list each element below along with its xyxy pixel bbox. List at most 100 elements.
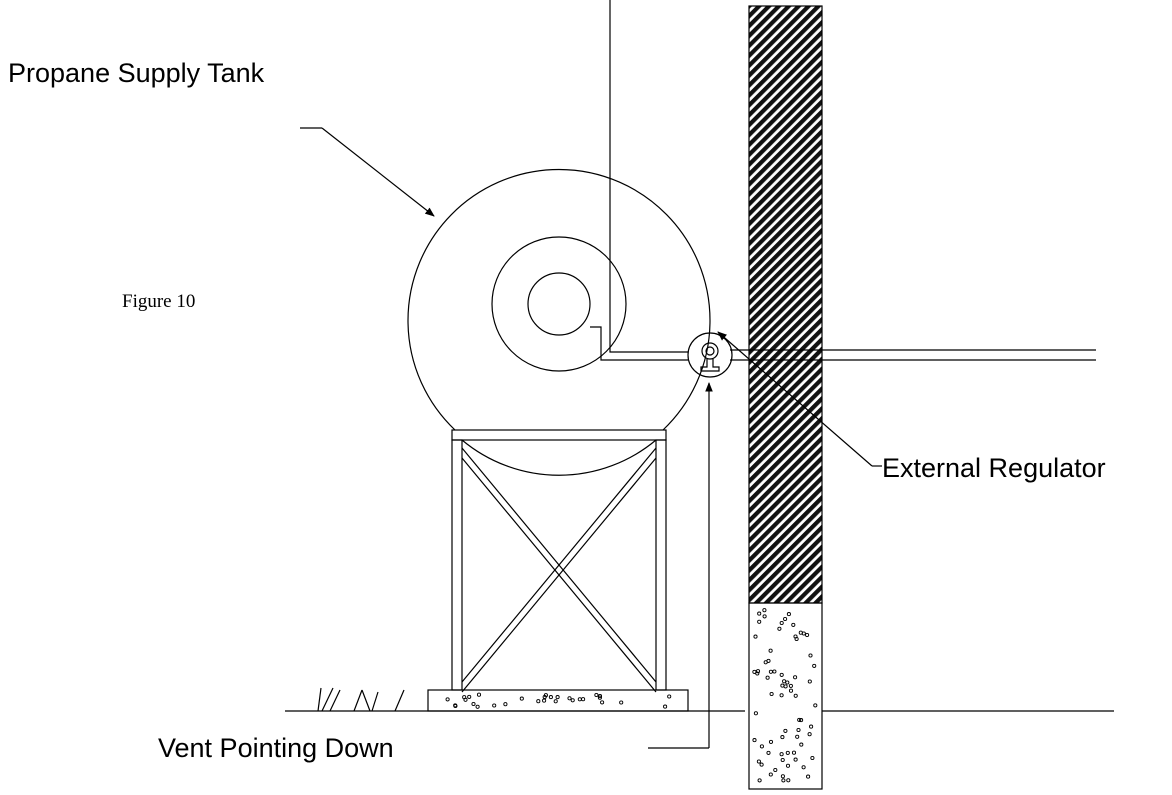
aggregate-dot <box>779 672 784 677</box>
aggregate-dot <box>780 757 785 763</box>
aggregate-dot <box>542 698 547 703</box>
aggregate-dot <box>773 767 778 773</box>
aggregate-dot <box>781 778 786 783</box>
aggregate-dot <box>757 611 762 616</box>
aggregate-dot <box>782 679 787 684</box>
wall-foundation <box>748 602 823 790</box>
aggregate-dot <box>768 772 773 777</box>
aggregate-dot <box>797 717 802 722</box>
aggregate-dot <box>779 693 784 698</box>
aggregate-dot <box>463 697 468 702</box>
aggregate-dot <box>788 688 794 693</box>
aggregate-dot <box>475 704 480 709</box>
aggregate-dot <box>753 634 758 639</box>
vent-leader <box>648 382 713 749</box>
tank-valve <box>527 272 591 336</box>
aggregate-dot <box>445 697 450 702</box>
aggregate-dot <box>768 669 773 674</box>
building-wall <box>748 5 823 790</box>
aggregate-dot <box>799 742 804 747</box>
aggregate-dot <box>805 632 810 638</box>
service-line <box>730 349 1096 361</box>
aggregate-dot <box>779 620 784 626</box>
aggregate-dot <box>813 703 818 708</box>
aggregate-dot <box>786 778 791 783</box>
aggregate-dot <box>756 759 761 764</box>
aggregate-dot <box>763 660 768 665</box>
aggregate-dot <box>594 692 599 698</box>
aggregate-dot <box>768 739 774 744</box>
aggregate-dot <box>548 695 553 700</box>
propane-tank <box>407 169 711 476</box>
aggregate-dot <box>799 718 804 723</box>
aggregate-dot <box>577 697 582 702</box>
tank-inner-ring <box>491 236 627 372</box>
aggregate-dot <box>759 762 764 767</box>
aggregate-dot <box>503 702 508 707</box>
aggregate-dot <box>780 735 785 740</box>
aggregate-dot <box>807 679 812 684</box>
aggregate-dot <box>619 700 624 705</box>
aggregate-dot <box>801 631 806 636</box>
aggregate-dot <box>759 744 764 749</box>
aggregate-dot <box>492 703 497 708</box>
aggregate-dot <box>765 675 770 680</box>
aggregate-dot <box>772 669 777 674</box>
aggregate-dot <box>779 752 784 757</box>
stand-footing <box>427 689 689 712</box>
aggregate-dot <box>536 699 541 704</box>
vent-label: Vent Pointing Down <box>158 733 394 763</box>
supply-pipe <box>590 0 688 361</box>
aggregate-dot <box>768 648 773 653</box>
aggregate-dot <box>769 691 774 697</box>
aggregate-dot <box>807 732 812 737</box>
aggregate-dot <box>753 711 758 716</box>
aggregate-dot <box>795 734 800 739</box>
grass-tufts <box>317 687 405 712</box>
aggregate-dot <box>786 612 791 617</box>
aggregate-dot <box>794 636 799 642</box>
aggregate-dot <box>809 724 814 729</box>
aggregate-dot <box>788 683 793 688</box>
foundation-aggregate <box>752 608 818 783</box>
aggregate-dot <box>752 738 757 743</box>
aggregate-dot <box>812 663 817 668</box>
regulator-leader <box>717 331 882 467</box>
aggregate-dot <box>555 695 560 700</box>
aggregate-dot <box>570 698 575 703</box>
aggregate-dot <box>785 763 791 768</box>
aggregate-dot <box>471 701 476 707</box>
aggregate-dot <box>780 683 785 688</box>
aggregate-dot <box>783 684 788 689</box>
aggregate-dot <box>567 696 572 701</box>
aggregate-dot <box>791 750 797 755</box>
aggregate-dot <box>600 700 605 705</box>
aggregate-dot <box>667 694 672 699</box>
aggregate-dot <box>793 757 798 762</box>
aggregate-dot <box>467 694 472 699</box>
aggregate-dot <box>783 616 788 622</box>
aggregate-dot <box>777 626 782 631</box>
aggregate-dot <box>757 619 762 624</box>
aggregate-dot <box>808 653 813 658</box>
aggregate-dot <box>597 695 602 700</box>
tank-label: Propane Supply Tank <box>8 58 265 88</box>
aggregate-dot <box>581 697 586 702</box>
aggregate-dot <box>762 614 767 619</box>
aggregate-dot <box>755 669 761 674</box>
aggregate-dot <box>783 728 788 733</box>
aggregate-dot <box>796 727 801 733</box>
external-regulator <box>687 332 733 378</box>
aggregate-dot <box>780 774 785 779</box>
aggregate-dot <box>752 669 757 674</box>
aggregate-dot <box>791 622 796 627</box>
regulator-label: External Regulator <box>882 453 1106 483</box>
tank-stand <box>451 429 667 693</box>
aggregate-dot <box>801 765 806 770</box>
aggregate-dot <box>663 704 668 709</box>
aggregate-dot <box>597 694 603 699</box>
tank-leader <box>300 127 435 217</box>
aggregate-dot <box>519 696 524 701</box>
aggregate-dot <box>757 778 762 783</box>
